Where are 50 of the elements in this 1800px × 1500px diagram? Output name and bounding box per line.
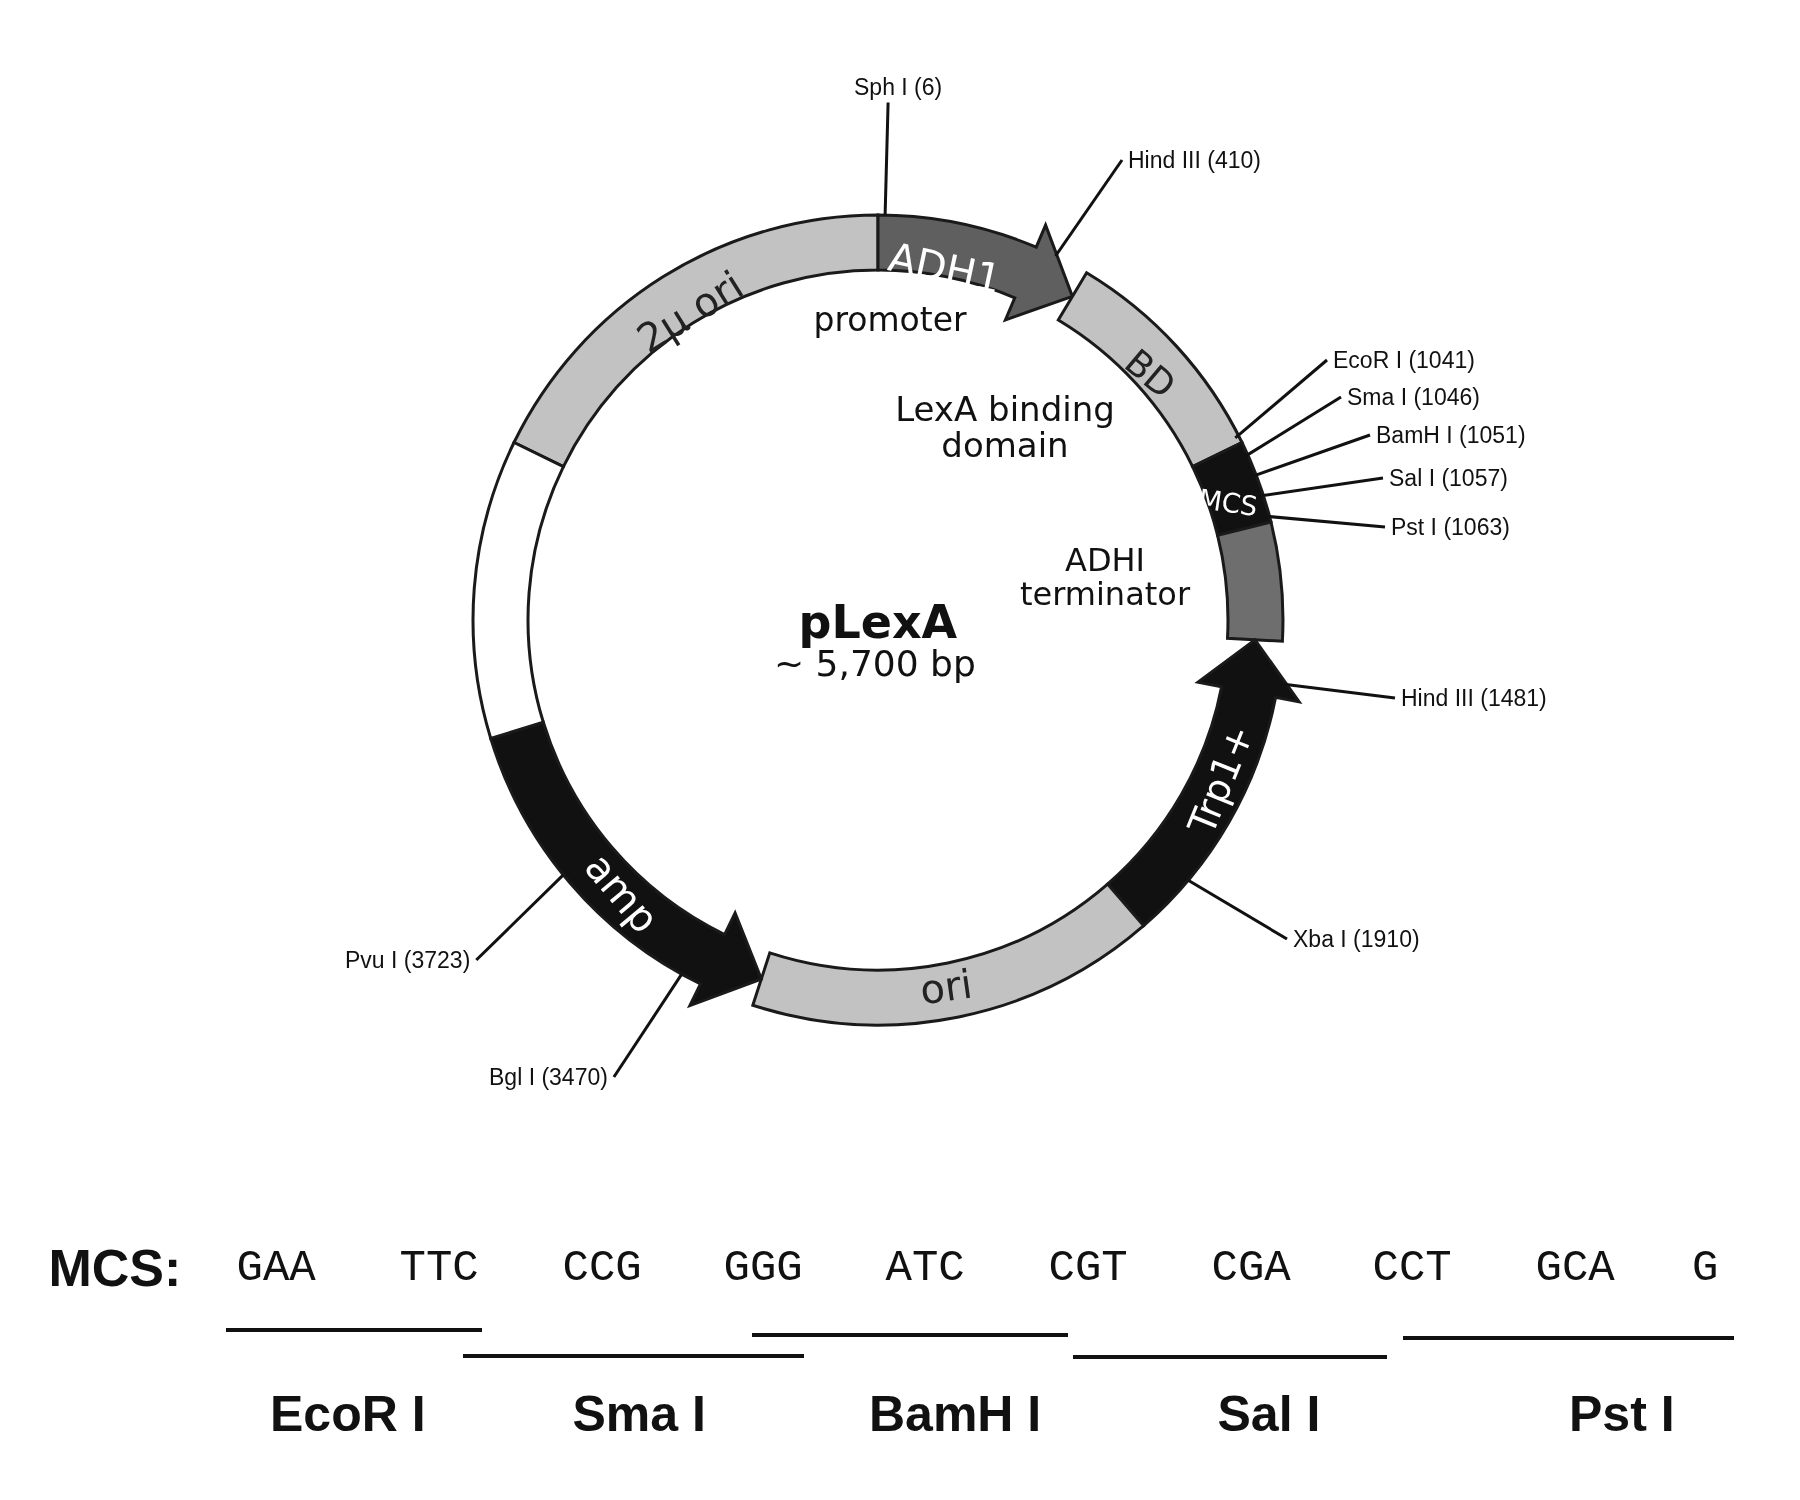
leader-line xyxy=(1234,358,1328,440)
site-label: Pst I (1063) xyxy=(1391,515,1510,539)
segment-label: Trp1+ xyxy=(1178,717,1264,843)
enzyme-name: BamH I xyxy=(869,1389,1042,1439)
codon: ATC xyxy=(885,1246,965,1290)
codon: CGA xyxy=(1211,1246,1291,1290)
leader-line xyxy=(1265,514,1386,529)
segment-label: ori xyxy=(916,959,976,1015)
ring-segment xyxy=(813,213,1074,339)
segment-label: 2μ ori xyxy=(627,260,753,365)
segment-label: BD xyxy=(1116,340,1185,409)
codon: CCT xyxy=(1372,1246,1452,1290)
ring-segment xyxy=(751,882,1146,1026)
enzyme-name: Sma I xyxy=(572,1389,706,1439)
leader-line xyxy=(1054,159,1124,257)
site-label: BamH I (1051) xyxy=(1376,423,1526,447)
segment-label: LexA binding domain xyxy=(894,388,1116,467)
ring-segment xyxy=(489,720,763,1008)
site-label: Sal I (1057) xyxy=(1389,466,1508,490)
segment-label: ADHI terminator xyxy=(1018,540,1192,615)
site-label: Xba I (1910) xyxy=(1293,927,1420,951)
site-label: Sma I (1046) xyxy=(1347,385,1480,409)
sequence-heading: MCS: xyxy=(48,1242,182,1294)
enzyme-name: Sal I xyxy=(1217,1389,1321,1439)
codon: G xyxy=(1692,1246,1719,1290)
leader-line xyxy=(1187,879,1288,941)
codon: CCG xyxy=(562,1246,642,1290)
leader-line xyxy=(1259,476,1384,498)
site-label: Bgl I (3470) xyxy=(489,1065,608,1089)
ring-segment xyxy=(471,441,565,740)
leader-line xyxy=(1251,433,1371,478)
codon: TTC xyxy=(399,1246,479,1290)
leader-line xyxy=(612,973,683,1078)
codon: GCA xyxy=(1535,1246,1615,1290)
codon: CGT xyxy=(1048,1246,1128,1290)
site-label: Hind III (410) xyxy=(1128,148,1261,172)
ring-segment xyxy=(1106,638,1301,928)
leader-line xyxy=(475,873,565,962)
ring-segment xyxy=(1019,520,1285,643)
site-label: Sph I (6) xyxy=(854,75,943,99)
codon: GGG xyxy=(723,1246,803,1290)
site-label: EcoR I (1041) xyxy=(1333,348,1475,372)
leader-line xyxy=(883,102,890,216)
site-label: Pvu I (3723) xyxy=(345,948,471,972)
codon: GAA xyxy=(236,1246,316,1290)
site-label: Hind III (1481) xyxy=(1401,686,1547,710)
enzyme-name: EcoR I xyxy=(270,1389,426,1439)
leader-line xyxy=(1243,395,1342,459)
enzyme-name: Pst I xyxy=(1569,1389,1675,1439)
segment-label: promoter xyxy=(812,300,968,340)
